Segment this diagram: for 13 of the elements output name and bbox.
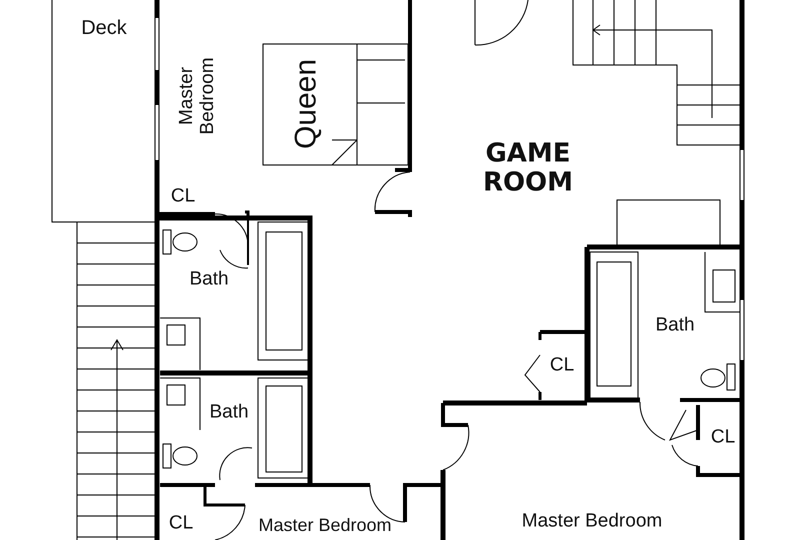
room-label: CL bbox=[550, 356, 574, 376]
room-label: Bath bbox=[209, 402, 249, 424]
room-label: GAME ROOM bbox=[482, 139, 574, 197]
room-label: CL bbox=[170, 186, 196, 208]
room-label: Bath bbox=[189, 270, 229, 290]
room-label: Master Bedroom bbox=[177, 56, 219, 137]
room-label: Bath bbox=[655, 316, 695, 336]
room-label: CL bbox=[710, 428, 736, 448]
room-label: Master Bedroom bbox=[522, 512, 662, 532]
room-label: Deck bbox=[81, 17, 127, 39]
bed-label: Queen bbox=[290, 58, 322, 150]
room-label: CL bbox=[168, 514, 194, 534]
room-label: Master Bedroom bbox=[258, 516, 392, 536]
